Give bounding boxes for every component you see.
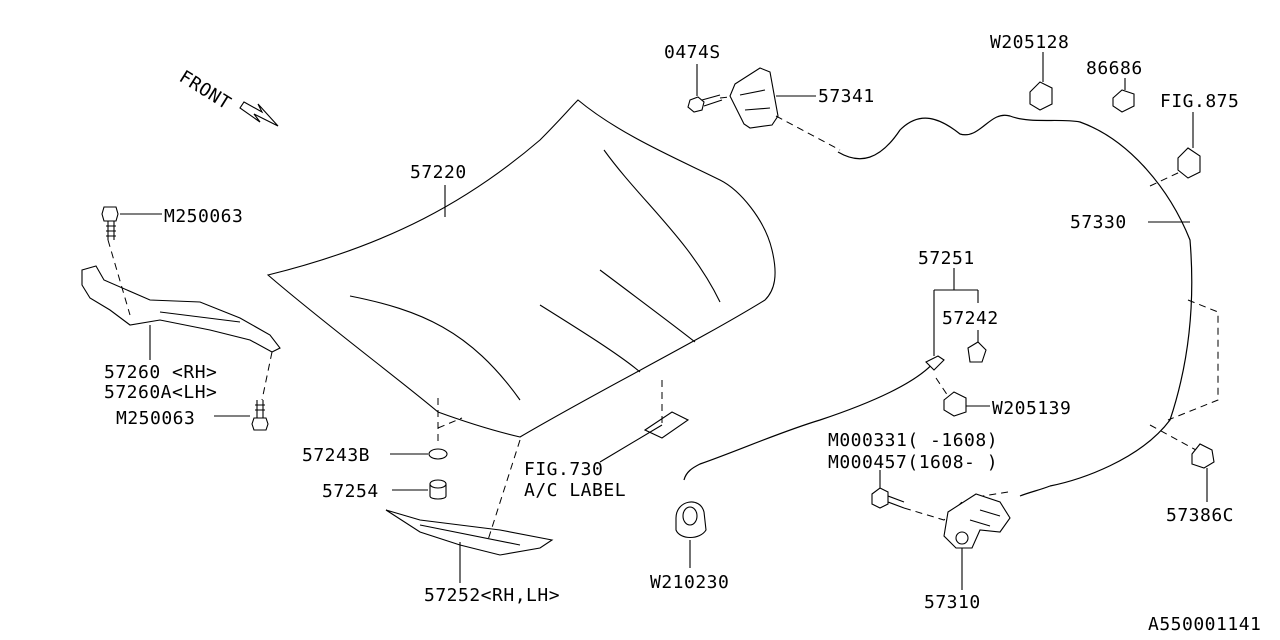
label-clip-57386c: 57386C	[1166, 505, 1234, 526]
label-fig730: FIG.730	[524, 459, 603, 480]
label-fig875: FIG.875	[1160, 91, 1239, 112]
front-arrow: FRONT	[175, 66, 279, 127]
label-bolt-m000457: M000457(1608- )	[828, 452, 998, 473]
release-handle	[683, 268, 987, 481]
label-clip-w205139: W205139	[992, 398, 1071, 419]
bolt-top-icon	[101, 206, 162, 240]
cushion-icon	[390, 398, 463, 460]
clip-57386c-icon	[1191, 443, 1215, 502]
latch-bracket	[729, 67, 816, 129]
label-clip-top: W205128	[990, 32, 1069, 53]
stopper-icon	[392, 479, 447, 500]
label-cable: 57330	[1070, 212, 1127, 233]
clip-w205139-icon	[935, 377, 990, 417]
fig875-clip-icon	[1177, 112, 1201, 179]
label-grommet: W210230	[650, 572, 729, 593]
grommet-icon	[675, 501, 707, 568]
label-hinge-lh: 57260A<LH>	[104, 382, 217, 403]
hood-lock	[943, 493, 1011, 590]
fig730-leader	[599, 424, 663, 463]
label-clip-86686: 86686	[1086, 58, 1143, 79]
label-hood: 57220	[410, 162, 467, 183]
bolt-bottom-icon	[214, 400, 269, 431]
diagram-id: A550001141	[1148, 614, 1261, 635]
clip-86686-icon	[1112, 78, 1135, 113]
label-lock: 57310	[924, 592, 981, 613]
label-bolt-bottom: M250063	[116, 408, 195, 429]
label-seal: 57252<RH,LH>	[424, 585, 560, 606]
hood-release-cable	[775, 114, 1219, 499]
label-stopper: 57254	[322, 481, 379, 502]
seal-strip	[385, 439, 554, 583]
label-bolt-top: M250063	[164, 206, 243, 227]
clip-w205128-icon	[1029, 52, 1053, 111]
hood-panel	[266, 99, 776, 439]
label-release-knob: 57242	[942, 308, 999, 329]
label-ac-label: A/C LABEL	[524, 480, 626, 501]
label-bolt-m000331: M000331( -1608)	[828, 430, 998, 451]
label-screw: 0474S	[664, 42, 721, 63]
front-label: FRONT	[175, 66, 234, 114]
hood-hinge	[81, 239, 281, 401]
label-cushion: 57243B	[302, 445, 370, 466]
label-hinge-rh: 57260 <RH>	[104, 362, 217, 383]
label-latch-bracket: 57341	[818, 86, 875, 107]
label-release-asm: 57251	[918, 248, 975, 269]
